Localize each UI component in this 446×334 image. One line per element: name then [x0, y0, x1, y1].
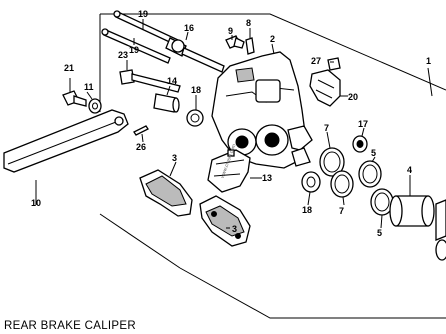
- seal-7-lower: [330, 170, 354, 198]
- washer-11: [88, 98, 102, 114]
- callout-27: 27: [311, 56, 321, 66]
- bolt-21: [62, 78, 87, 107]
- bolt-23: [119, 69, 181, 93]
- callout-8: 8: [246, 18, 251, 28]
- caliper-body-2: [211, 51, 313, 169]
- callout-16: 16: [184, 23, 194, 33]
- assembly-boundary: [99, 13, 446, 319]
- bolt-27: [327, 57, 341, 71]
- callout-18-lower: 18: [302, 205, 312, 215]
- leader-lines: [35, 19, 433, 229]
- piston-4: [389, 195, 435, 227]
- sleeve-14: [153, 93, 180, 113]
- callout-18-upper: 18: [191, 85, 201, 95]
- callout-3-lower: 3: [232, 224, 237, 234]
- cap-8: [245, 37, 255, 55]
- callout-9: 9: [228, 26, 233, 36]
- brake-pad-3-lower: [199, 195, 251, 247]
- callout-23: 23: [118, 50, 128, 60]
- callout-5-upper: 5: [371, 148, 376, 158]
- callout-labels: 19 19 16 9 8 23 21 14 11 18 2 27 1 20 26…: [31, 9, 431, 238]
- callout-11: 11: [84, 82, 94, 92]
- pin-26: [133, 125, 149, 136]
- seal-7-upper: [319, 147, 345, 177]
- pin-19-lower: [101, 28, 171, 64]
- seal-5-upper: [358, 160, 382, 188]
- boot-18-lower: [301, 171, 321, 193]
- callout-1: 1: [426, 56, 431, 66]
- piston-1-edge: [435, 199, 446, 261]
- callout-7-lower: 7: [339, 206, 344, 216]
- boot-18-upper: [186, 109, 204, 127]
- callout-20: 20: [348, 92, 358, 102]
- callout-19-lower: 19: [129, 45, 139, 55]
- pad-retainer-13: [207, 149, 251, 193]
- callout-3-upper: 3: [172, 153, 177, 163]
- bleeder-9: [225, 35, 245, 49]
- callout-14: 14: [167, 76, 177, 86]
- callout-4: 4: [407, 165, 412, 175]
- pad-spring-20: [309, 69, 341, 107]
- boot-17: [352, 135, 368, 153]
- slide-pin-16: [165, 37, 225, 73]
- callout-7-upper: 7: [324, 123, 329, 133]
- callout-10: 10: [31, 198, 41, 208]
- diagram-caption: REAR BRAKE CALIPER: [4, 320, 136, 332]
- callout-5-lower: 5: [377, 228, 382, 238]
- callout-19-upper: 19: [138, 9, 148, 19]
- callout-2: 2: [270, 34, 275, 44]
- callout-13: 13: [262, 173, 272, 183]
- callout-17: 17: [358, 119, 368, 129]
- callout-26: 26: [136, 142, 146, 152]
- brake-pad-3-upper: [139, 169, 193, 217]
- torque-rod-10: [3, 109, 129, 205]
- callout-21: 21: [64, 63, 74, 73]
